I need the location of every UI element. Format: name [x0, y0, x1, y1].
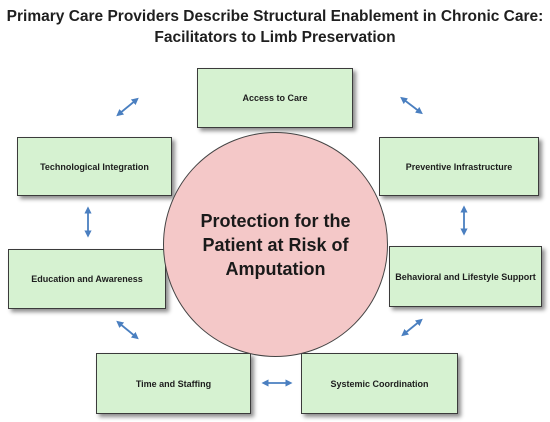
arrow-access-preventive [400, 96, 423, 115]
box-behavioral-lifestyle-support: Behavioral and Lifestyle Support [389, 246, 542, 307]
box-education-and-awareness: Education and Awareness [8, 249, 166, 309]
diagram-title-line-1: Primary Care Providers Describe Structur… [6, 8, 544, 25]
box-technological-integration: Technological Integration [17, 137, 172, 196]
diagram-title-line-2: Facilitators to Limb Preservation [154, 29, 396, 46]
box-access-to-care: Access to Care [197, 68, 353, 128]
diagram-title: Primary Care Providers Describe Structur… [0, 6, 550, 48]
box-systemic-coordination: Systemic Coordination [301, 353, 458, 414]
arrow-behavioral-systemic [401, 318, 423, 337]
center-label-line-2: Patient at Risk of [202, 234, 349, 255]
box-time-and-staffing: Time and Staffing [96, 353, 251, 414]
center-label-line-3: Amputation [225, 258, 326, 279]
center-circle: Protection for the Patient at Risk of Am… [163, 132, 388, 357]
box-preventive-infrastructure: Preventive Infrastructure [379, 137, 539, 196]
arrow-technological-access [116, 97, 139, 117]
center-label: Protection for the Patient at Risk of Am… [186, 209, 366, 281]
center-label-line-1: Protection for the [200, 210, 351, 231]
arrow-education-time [116, 320, 139, 340]
